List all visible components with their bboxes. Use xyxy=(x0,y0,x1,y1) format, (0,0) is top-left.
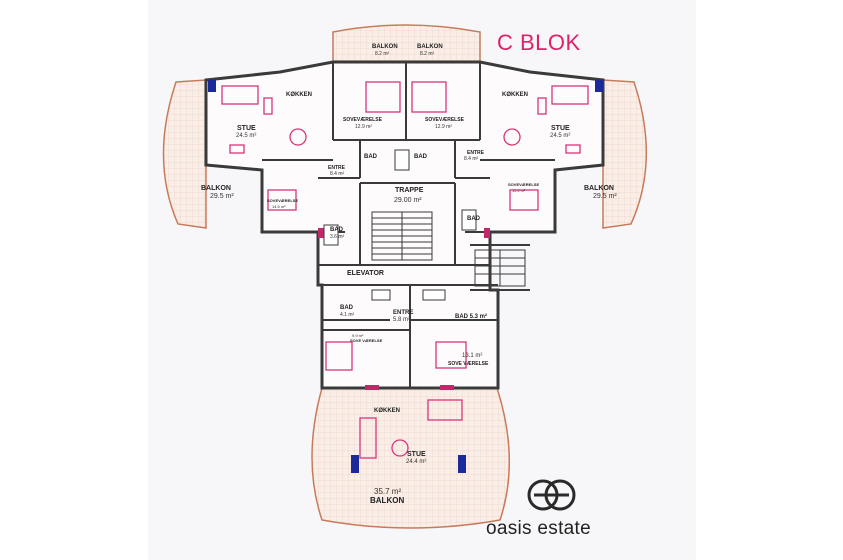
interior-walls xyxy=(262,62,555,389)
label-kokken-left: KØKKEN xyxy=(286,92,313,98)
windows xyxy=(208,80,603,473)
label-stue-left: STUE xyxy=(237,125,256,132)
label-sov-top-left-area: 12.9 m² xyxy=(355,124,372,130)
label-balkon-top-1-area: 8.2 m² xyxy=(375,51,390,57)
label-trappe: TRAPPE xyxy=(395,187,424,194)
label-stue-left-area: 24.5 m² xyxy=(236,133,257,139)
label-entre-low: ENTRE xyxy=(393,310,414,316)
balcony-left xyxy=(162,79,207,229)
label-kokken-bottom: KØKKEN xyxy=(374,408,401,414)
label-bad-left-mid: BAD xyxy=(330,227,343,233)
label-bad-top-right: BAD xyxy=(414,154,427,160)
balcony-top xyxy=(332,24,481,63)
label-balkon-left: BALKON xyxy=(201,185,231,192)
label-stue-right-area: 24.5 m² xyxy=(550,133,571,139)
label-balkon-bottom: BALKON xyxy=(370,496,405,505)
label-entre-right: ENTRE xyxy=(467,150,484,156)
bath-fixtures xyxy=(323,149,477,301)
label-stue-bottom-area: 24.4 m² xyxy=(406,459,427,465)
label-kokken-right: KØKKEN xyxy=(502,92,529,98)
label-balkon-right-area: 29.5 m² xyxy=(593,193,617,200)
label-balkon-top-2: BALKON xyxy=(417,44,443,50)
building-outline xyxy=(204,60,605,390)
label-sov-low-right-area: 13.1 m² xyxy=(462,353,483,359)
label-bad-low-right: BAD 5.3 m² xyxy=(455,314,488,320)
balcony-bottom xyxy=(311,387,510,529)
label-sov-top-right-area: 12.9 m² xyxy=(435,124,452,130)
label-sov-left-area: 14.5 m² xyxy=(272,204,286,209)
label-bad-top-left: BAD xyxy=(364,154,377,160)
label-elevator: ELEVATOR xyxy=(347,270,384,277)
label-sov-low-left-area: 9.9 m² xyxy=(352,333,364,338)
label-entre-left-area: 8.4 m² xyxy=(330,171,345,177)
stairs xyxy=(371,211,526,287)
label-stue-right: STUE xyxy=(551,125,570,132)
label-bad-low-left: BAD xyxy=(340,305,353,311)
door-accents xyxy=(318,228,490,390)
label-sov-top-left: SOVEVÆRELSE xyxy=(343,117,382,123)
label-sov-right: SOVEVÆRELSE xyxy=(508,182,540,187)
label-entre-low-area: 5.8 m² xyxy=(393,317,411,323)
label-bad-low-left-area: 4.1 m² xyxy=(340,312,355,318)
label-trappe-area: 29.00 m² xyxy=(394,197,422,204)
label-balkon-bottom-area: 35.7 m² xyxy=(374,487,402,496)
label-entre-left: ENTRE xyxy=(328,165,345,171)
label-sov-low-right: SOVE VÆRELSE xyxy=(448,361,489,367)
label-sov-top-right: SOVEVÆRELSE xyxy=(425,117,464,123)
balcony-right xyxy=(602,79,648,229)
label-sov-left: SOVEVÆRELSE xyxy=(267,198,299,203)
label-entre-right-area: 8.4 m² xyxy=(464,156,479,162)
label-balkon-right: BALKON xyxy=(584,185,614,192)
label-bad-left-mid-area: 3.6 m² xyxy=(330,234,345,240)
label-balkon-left-area: 29.5 m² xyxy=(210,193,234,200)
label-bad-right-mid: BAD xyxy=(467,216,480,222)
label-sov-low-left: SOVE VÆRELSE xyxy=(350,338,383,343)
label-sov-right-area: 11.5 m² xyxy=(512,188,526,193)
furniture xyxy=(221,81,589,459)
label-stue-bottom: STUE xyxy=(407,451,426,458)
label-balkon-top-2-area: 8.2 m² xyxy=(420,51,435,57)
label-balkon-top-1: BALKON xyxy=(372,44,398,50)
page-title: C BLOK xyxy=(497,30,581,55)
brand-name: oasis estate xyxy=(486,518,591,539)
